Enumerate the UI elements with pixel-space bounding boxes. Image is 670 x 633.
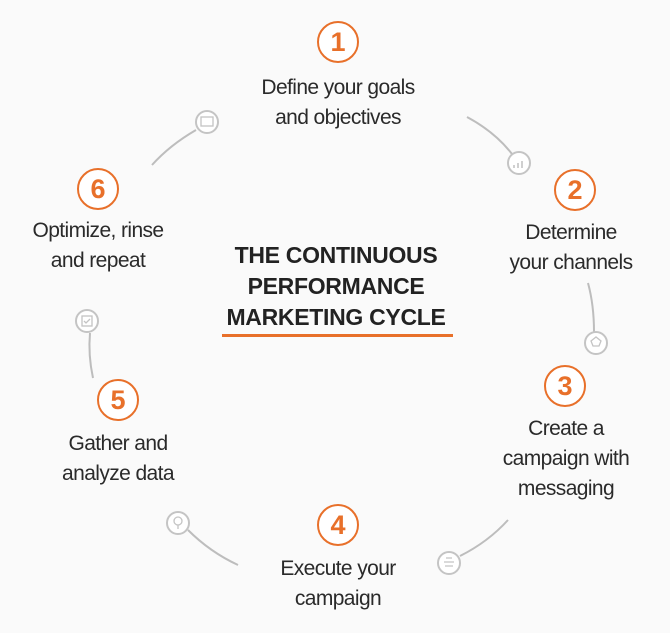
connector-arc <box>466 116 513 155</box>
checklist-icon <box>75 309 99 333</box>
bar-chart-icon <box>507 151 531 175</box>
presentation-icon <box>195 110 219 134</box>
label-line: and objectives <box>275 106 401 129</box>
title-line: MARKETING CYCLE <box>226 304 446 330</box>
label-line: analyze data <box>62 462 174 485</box>
title-underline <box>222 334 453 337</box>
step-6-label: Optimize, rinse and repeat <box>32 216 164 276</box>
lightbulb-icon <box>166 511 190 535</box>
step-4-label: Execute your campaign <box>280 554 396 614</box>
step-1-number: 1 <box>317 21 359 63</box>
connector-arc <box>459 519 509 557</box>
diagram-title: THE CONTINUOUS PERFORMANCE MARKETING CYC… <box>226 240 445 333</box>
step-2-label: Determine your channels <box>509 218 634 278</box>
connector-arc <box>88 332 94 379</box>
label-line: campaign <box>294 587 382 610</box>
megaphone-icon <box>437 551 461 575</box>
step-1-label: Define your goals and objectives <box>261 73 415 133</box>
connector-arc <box>587 282 595 333</box>
label-line: campaign with <box>502 447 630 470</box>
connector-arc <box>187 529 239 566</box>
label-line: Determine <box>525 221 617 244</box>
step-6-number: 6 <box>77 168 119 210</box>
title-line: PERFORMANCE <box>247 273 425 299</box>
label-line: your channels <box>509 251 634 274</box>
step-2-number: 2 <box>554 169 596 211</box>
label-line: Gather and <box>68 432 168 455</box>
label-line: Optimize, rinse <box>32 219 164 242</box>
label-line: and repeat <box>50 249 146 272</box>
step-4-number: 4 <box>317 504 359 546</box>
label-line: Define your goals <box>261 76 415 99</box>
step-3-label: Create a campaign with messaging <box>502 414 630 504</box>
step-5-label: Gather and analyze data <box>62 429 174 489</box>
badge-icon <box>584 331 608 355</box>
connector-arc <box>151 129 197 166</box>
label-line: Execute your <box>280 557 396 580</box>
step-5-number: 5 <box>97 379 139 421</box>
title-line: THE CONTINUOUS <box>234 242 438 268</box>
label-line: messaging <box>517 477 615 500</box>
label-line: Create a <box>528 417 604 440</box>
step-3-number: 3 <box>544 365 586 407</box>
